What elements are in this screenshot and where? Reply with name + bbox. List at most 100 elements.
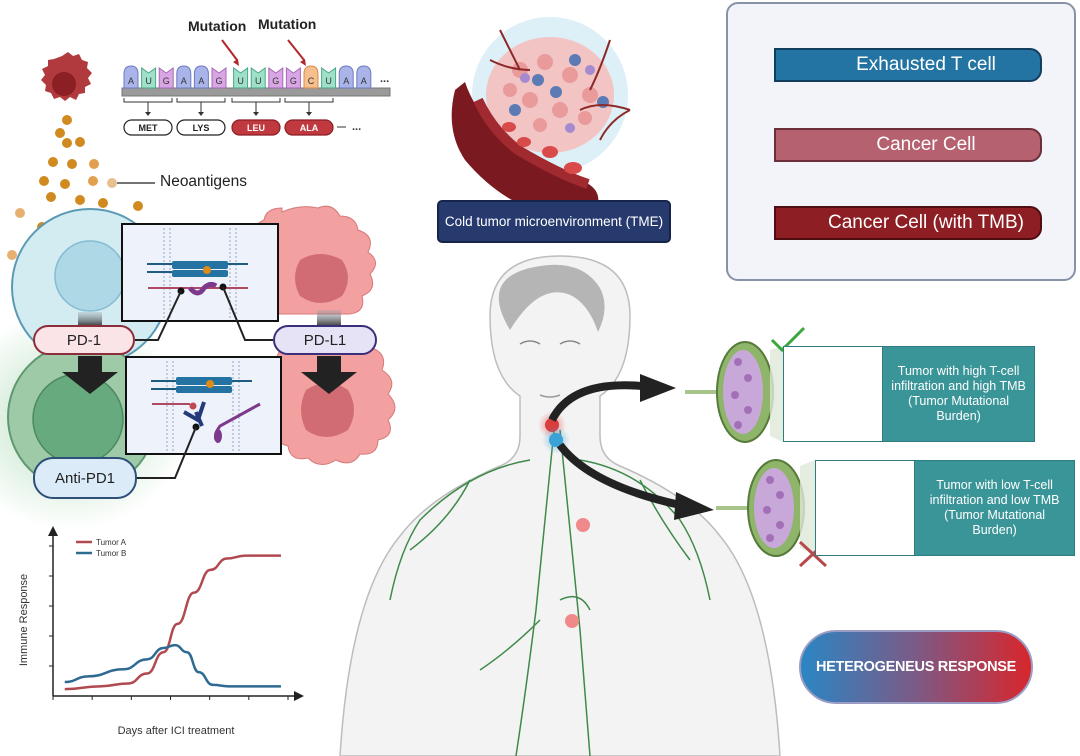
tmb-cancer-cell-icon <box>41 52 92 101</box>
codon-bracket <box>231 98 281 114</box>
nucleotide-U: U <box>250 67 266 89</box>
amino-acid-lys: LYS <box>176 119 226 136</box>
svg-text:U: U <box>325 76 332 86</box>
svg-text:MET: MET <box>139 123 159 133</box>
amino-acid-ala: ALA <box>284 119 334 136</box>
lymph-node-low-icon <box>716 459 815 557</box>
nucleotide-G: G <box>268 67 284 89</box>
antipd1-blockade-inset <box>125 356 282 479</box>
nucleotide-ellipsis: ... <box>380 73 389 85</box>
arrowhead-low <box>674 492 714 520</box>
mutation-arrowhead-1 <box>233 59 239 66</box>
chart-y-axis-label: Immune Response <box>18 574 30 666</box>
svg-text:C: C <box>308 76 315 86</box>
codon-arrow-icon <box>198 112 204 116</box>
tumor-high-text: Tumor with high T-cell infiltration and … <box>883 347 1034 441</box>
mrna-strand <box>121 87 391 97</box>
human-body-illustration <box>339 255 781 756</box>
tumor-low-box: Tumor with low T-cell infiltration and l… <box>815 460 1075 556</box>
codon-bracket <box>284 98 334 114</box>
svg-text:U: U <box>237 76 244 86</box>
svg-text:LEU: LEU <box>247 123 265 133</box>
mutation-label-2: Mutation <box>258 16 317 32</box>
codon-arrow-icon <box>145 112 151 116</box>
svg-text:A: A <box>198 76 204 86</box>
amino-acid-chain: MET LYS LEU ALA... <box>123 119 361 136</box>
tumor-low-image <box>816 461 916 555</box>
codon-arrow-icon <box>306 112 312 116</box>
codon-bracket <box>176 98 226 114</box>
amino-acid-met: MET <box>123 119 173 136</box>
legend-label: Tumor A <box>96 538 127 547</box>
codon-arrow-icon <box>253 112 259 116</box>
legend-item-cancer-cell: Cancer Cell <box>774 128 1042 162</box>
mutation-arrow-1 <box>221 39 238 61</box>
svg-text:A: A <box>361 76 367 86</box>
svg-text:LYS: LYS <box>193 123 210 133</box>
nucleotide-G: G <box>158 67 174 89</box>
pdl1-stem <box>317 310 341 326</box>
series-line-tumor-b <box>64 643 281 688</box>
nucleotide-A: A <box>123 65 139 89</box>
curved-arrow-low <box>556 442 681 509</box>
nucleotide-U: U <box>141 67 157 89</box>
arrow-down-left-icon <box>62 356 118 394</box>
neoantigen-dots <box>7 115 143 260</box>
pdl1-label: PD-L1 <box>273 325 377 355</box>
check-icon <box>770 326 806 353</box>
svg-text:G: G <box>163 76 170 86</box>
cold-tme-label: Cold tumor microenvironment (TME) <box>437 200 671 243</box>
codon-brackets <box>123 98 334 116</box>
mutation-label-1: Mutation <box>188 18 247 34</box>
mutation-arrow-2 <box>287 39 305 61</box>
tumor-high-box: Tumor with high T-cell infiltration and … <box>783 346 1035 442</box>
nucleotide-A: A <box>193 65 209 89</box>
svg-text:U: U <box>255 76 262 86</box>
tumor-low-text: Tumor with low T-cell infiltration and l… <box>915 461 1074 555</box>
codon-bracket <box>123 98 173 114</box>
series-line-tumor-a <box>64 554 281 691</box>
pd1-stem <box>78 312 102 326</box>
pd1-label: PD-1 <box>33 325 135 355</box>
y-axis-arrow-icon <box>48 526 58 536</box>
x-axis-arrow-icon <box>294 691 304 701</box>
svg-text:A: A <box>128 76 134 86</box>
amino-acid-leu: LEU <box>231 119 281 136</box>
nucleotide-A: A <box>356 65 372 89</box>
nucleotide-A: A <box>338 65 354 89</box>
pd1-pdl1-binding-inset <box>121 223 279 341</box>
mutation-arrowhead-2 <box>300 59 306 66</box>
nucleotide-C: C <box>303 65 319 89</box>
antipd1-label: Anti-PD1 <box>33 457 137 499</box>
legend-panel: Exhausted T cell Cancer Cell Cancer Cell… <box>726 2 1076 281</box>
cold-tme-illustration <box>451 17 631 222</box>
legend-item-exhausted-t-cell: Exhausted T cell <box>774 48 1042 82</box>
nucleotide-U: U <box>321 67 337 89</box>
nucleotide-G: G <box>211 67 227 89</box>
lymph-node-high-icon <box>685 341 783 443</box>
amino-acid-ellipsis: ... <box>352 121 361 133</box>
neoantigens-label: Neoantigens <box>160 173 248 190</box>
nucleotide-G: G <box>285 67 301 89</box>
svg-text:G: G <box>215 76 222 86</box>
chart-x-axis-label: Days after ICI treatment <box>118 725 235 737</box>
curved-arrow-high <box>548 381 643 422</box>
heterogeneus-response-badge: HETEROGENEUS RESPONSE <box>799 630 1033 704</box>
svg-text:A: A <box>343 76 349 86</box>
svg-text:G: G <box>272 76 279 86</box>
arrowhead-high <box>640 374 676 402</box>
cancer-cell-bottom-icon <box>267 347 396 465</box>
legend-item-cancer-cell-tmb: Cancer Cell (with TMB) <box>774 206 1042 240</box>
nucleotide-U: U <box>233 67 249 89</box>
svg-text:A: A <box>181 76 187 86</box>
legend-label: Tumor B <box>96 549 126 558</box>
svg-text:U: U <box>145 76 152 86</box>
tumor-high-image <box>784 347 884 441</box>
nucleotide-A: A <box>176 65 192 89</box>
arrow-down-right-icon <box>301 356 357 394</box>
svg-text:G: G <box>290 76 297 86</box>
svg-text:ALA: ALA <box>300 123 319 133</box>
